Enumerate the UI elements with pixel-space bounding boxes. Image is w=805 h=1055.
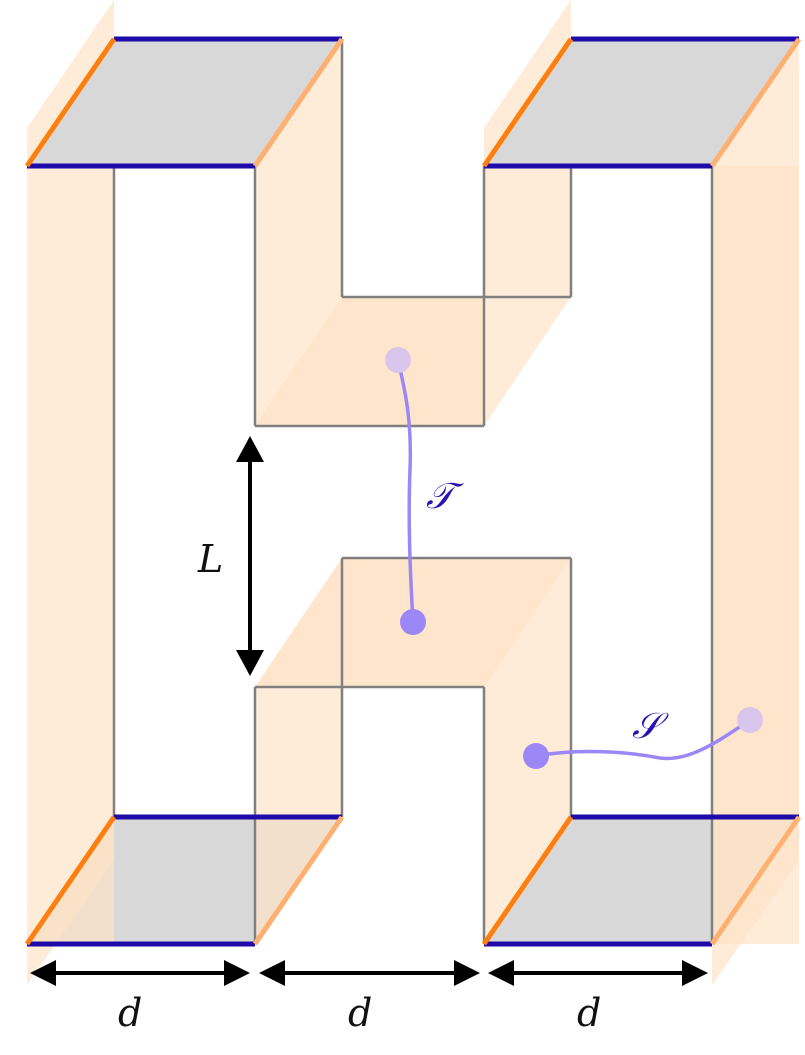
path-S-end-point [737, 707, 763, 733]
width-arrow-middle [259, 960, 480, 986]
path-T-label: 𝒯 [426, 476, 464, 517]
path-S-line [535, 718, 751, 761]
outline-edges [112, 39, 799, 944]
left-pillar-face [27, 166, 114, 944]
gap-length-label: L [197, 537, 223, 581]
top-left-cap [27, 39, 342, 166]
path-T-start-point [385, 347, 411, 373]
width-label-right: d [577, 991, 601, 1035]
width-arrow-right [488, 960, 708, 986]
right-pillar-front [712, 166, 799, 944]
top-right-cap [484, 39, 799, 166]
orange-edges [24, 37, 802, 946]
path-T-end-point [400, 609, 426, 635]
width-label-left: d [118, 991, 142, 1035]
width-label-middle: d [348, 991, 372, 1035]
gap-arrow [236, 436, 264, 676]
path-T-line [396, 359, 415, 623]
right-top-bevel [484, 0, 571, 166]
right-bottom-bevel [712, 817, 799, 985]
left-edge-bevel [27, 0, 114, 166]
width-arrow-left [30, 960, 250, 986]
peach-faces [27, 0, 799, 985]
path-S-label: 𝒮 [632, 706, 669, 747]
blue-edges [27, 36, 799, 947]
upper-arm-slant [255, 297, 571, 426]
path-S-start-point [523, 743, 549, 769]
